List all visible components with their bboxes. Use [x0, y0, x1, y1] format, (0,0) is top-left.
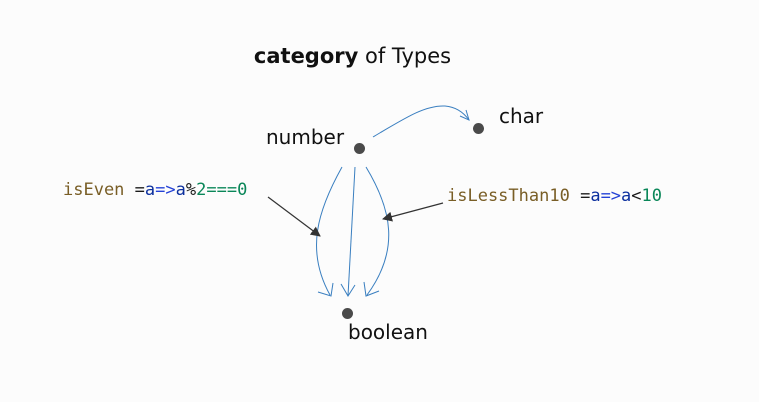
function-is-even: isEven =a=>a%2===0	[63, 180, 247, 200]
annotation-arrow-is-even	[267, 196, 321, 237]
node-number-label: number	[266, 125, 345, 149]
is-even-num1: 2	[196, 180, 207, 200]
is-even-op2: ===	[206, 180, 238, 200]
is-even-op1: %	[185, 180, 197, 200]
is-less-than-10-op1: <	[631, 186, 642, 206]
annotation-arrow-is-less-than-10	[382, 202, 444, 222]
is-even-num2: 0	[237, 180, 248, 200]
morphism-number-to-boolean-right	[365, 166, 390, 296]
is-less-than-10-name: isLessThan10	[447, 186, 570, 206]
morphism-number-to-boolean-left	[316, 166, 343, 296]
morphism-number-to-char-head	[459, 109, 470, 121]
node-number-dot	[354, 143, 365, 154]
morphism-number-to-boolean-middle-head	[340, 283, 356, 297]
node-char-dot	[473, 123, 484, 134]
is-less-than-10-body-var: a	[621, 186, 632, 206]
title-rest: of Types	[358, 44, 452, 68]
morphism-number-to-boolean-right-head	[363, 281, 380, 297]
is-less-than-10-assign: =	[569, 186, 591, 206]
node-boolean-label: boolean	[348, 320, 428, 344]
is-less-than-10-param: a	[590, 186, 601, 206]
title-bold: category	[253, 44, 359, 68]
is-even-name: isEven	[63, 180, 125, 200]
node-char-label: char	[499, 104, 544, 128]
is-even-assign: =	[124, 180, 145, 200]
is-even-param: a	[144, 180, 156, 200]
is-less-than-10-num1: 10	[641, 186, 663, 206]
is-even-body-var: a	[175, 180, 186, 200]
morphism-number-to-char	[372, 105, 470, 138]
is-less-than-10-arrow: =>	[600, 186, 622, 206]
node-boolean-dot	[342, 308, 353, 319]
morphism-number-to-boolean-middle	[347, 166, 356, 297]
is-even-arrow: =>	[155, 180, 176, 200]
morphism-number-to-boolean-left-head	[317, 282, 334, 297]
diagram-title: category of Types	[0, 44, 705, 68]
function-is-less-than-10: isLessThan10 =a=>a<10	[447, 186, 662, 206]
